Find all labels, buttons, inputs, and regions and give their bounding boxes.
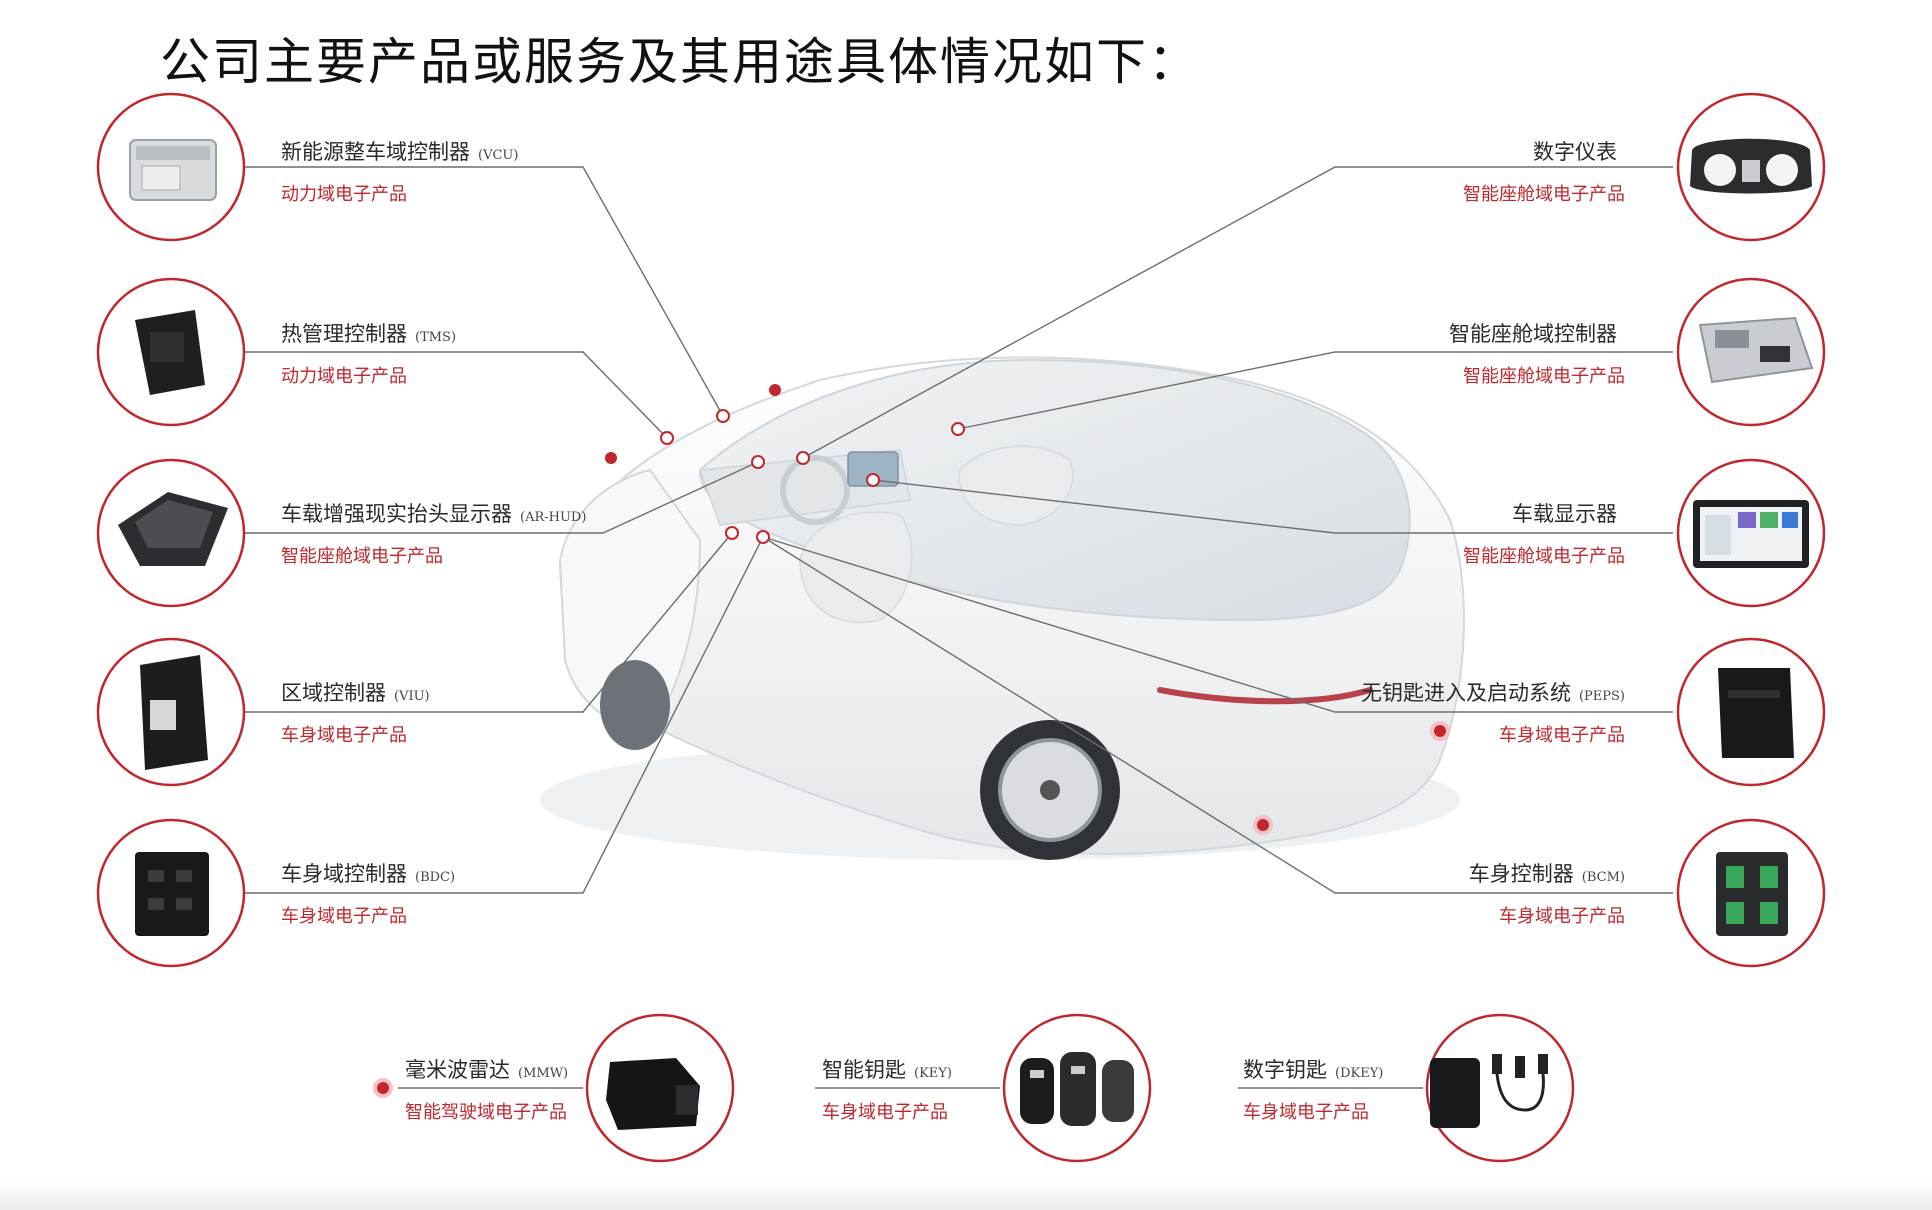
car-tail-light bbox=[1157, 687, 1373, 705]
connector-cockpit bbox=[957, 351, 1673, 430]
peps-module-icon bbox=[1718, 668, 1794, 758]
marker-arhud bbox=[751, 455, 765, 469]
product-category-mmw: 智能驾驶域电子产品 bbox=[405, 1102, 567, 1123]
page-title: 公司主要产品或服务及其用途具体情况如下： bbox=[160, 33, 1200, 91]
connector-tms bbox=[208, 351, 668, 439]
cockpit-controller-icon bbox=[1698, 316, 1814, 384]
tms-controller-icon bbox=[135, 310, 205, 395]
marker-radar-front bbox=[605, 452, 617, 464]
product-category-tms: 动力域电子产品 bbox=[281, 366, 407, 387]
car-display-icon bbox=[1693, 500, 1809, 568]
product-category-bcm: 车身域电子产品 bbox=[1499, 906, 1625, 927]
marker-viu bbox=[725, 526, 739, 540]
digital-key-icon bbox=[1430, 1054, 1548, 1128]
product-name-tms: 热管理控制器(TMS) bbox=[281, 322, 457, 346]
connector-peps bbox=[762, 536, 1673, 713]
car-front-wheel bbox=[600, 660, 670, 750]
product-name-bdc: 车身域控制器(BDC) bbox=[281, 862, 456, 886]
product-name-display: 车载显示器 bbox=[1512, 502, 1617, 526]
product-name-key: 智能钥匙(KEY) bbox=[822, 1058, 952, 1082]
radar-module-icon bbox=[606, 1058, 700, 1130]
product-category-display: 智能座舱域电子产品 bbox=[1463, 546, 1625, 567]
product-category-viu: 车身域电子产品 bbox=[281, 725, 407, 746]
car-interior-seat-rear bbox=[958, 445, 1074, 526]
ar-hud-icon bbox=[118, 492, 228, 566]
product-category-peps: 车身域电子产品 bbox=[1499, 725, 1625, 746]
bcm-module-icon bbox=[1716, 852, 1788, 936]
marker-vcu bbox=[716, 409, 730, 423]
product-name-cockpit: 智能座舱域控制器 bbox=[1449, 322, 1617, 346]
product-name-peps: 无钥匙进入及启动系统(PEPS) bbox=[1360, 681, 1625, 705]
connector-cluster bbox=[802, 166, 1673, 459]
connector-bdc bbox=[208, 536, 764, 894]
steering-wheel bbox=[780, 455, 850, 525]
vcu-controller-icon bbox=[129, 139, 217, 201]
marker-cluster bbox=[796, 451, 810, 465]
car-interior-seat bbox=[799, 511, 913, 624]
connector-arhud bbox=[208, 461, 759, 534]
marker-radar-rear bbox=[1430, 721, 1450, 741]
viu-controller-icon bbox=[140, 655, 208, 770]
marker-display bbox=[866, 473, 880, 487]
car-open-door bbox=[558, 468, 702, 732]
marker-tms bbox=[660, 431, 674, 445]
product-name-viu: 区域控制器(VIU) bbox=[281, 681, 430, 705]
digital-cluster-icon bbox=[1690, 138, 1812, 194]
marker-cockpit bbox=[951, 422, 965, 436]
product-name-dkey: 数字钥匙(DKEY) bbox=[1243, 1058, 1384, 1082]
car-illustration bbox=[558, 356, 1465, 860]
smart-key-icon bbox=[1020, 1052, 1134, 1126]
connector-vcu bbox=[208, 166, 724, 417]
product-name-cluster: 数字仪表 bbox=[1533, 140, 1617, 164]
connector-display bbox=[872, 479, 1673, 534]
bdc-controller-icon bbox=[135, 852, 209, 936]
marker-radar-corner bbox=[1253, 815, 1273, 835]
car-rear-wheel bbox=[980, 720, 1120, 860]
car-markers bbox=[373, 384, 1450, 1098]
product-category-cluster: 智能座舱域电子产品 bbox=[1463, 184, 1625, 205]
product-category-vcu: 动力域电子产品 bbox=[281, 184, 407, 205]
product-name-bcm: 车身控制器(BCM) bbox=[1468, 862, 1625, 886]
product-name-vcu: 新能源整车域控制器(VCU) bbox=[281, 140, 519, 164]
connector-lines bbox=[208, 166, 1673, 1089]
connector-viu bbox=[208, 532, 733, 713]
product-category-arhud: 智能座舱域电子产品 bbox=[281, 546, 443, 567]
product-category-cockpit: 智能座舱域电子产品 bbox=[1463, 366, 1625, 387]
marker-mmw-legend bbox=[373, 1078, 393, 1098]
product-category-bdc: 车身域电子产品 bbox=[281, 906, 407, 927]
product-name-mmw: 毫米波雷达(MMW) bbox=[405, 1058, 569, 1082]
marker-radar-roof bbox=[769, 384, 781, 396]
connector-bcm bbox=[762, 536, 1673, 894]
product-category-key: 车身域电子产品 bbox=[822, 1102, 948, 1123]
product-category-dkey: 车身域电子产品 bbox=[1243, 1102, 1369, 1123]
marker-body bbox=[756, 530, 770, 544]
product-name-arhud: 车载增强现实抬头显示器(AR-HUD) bbox=[281, 502, 587, 526]
page-bottom-edge bbox=[0, 1180, 1932, 1210]
